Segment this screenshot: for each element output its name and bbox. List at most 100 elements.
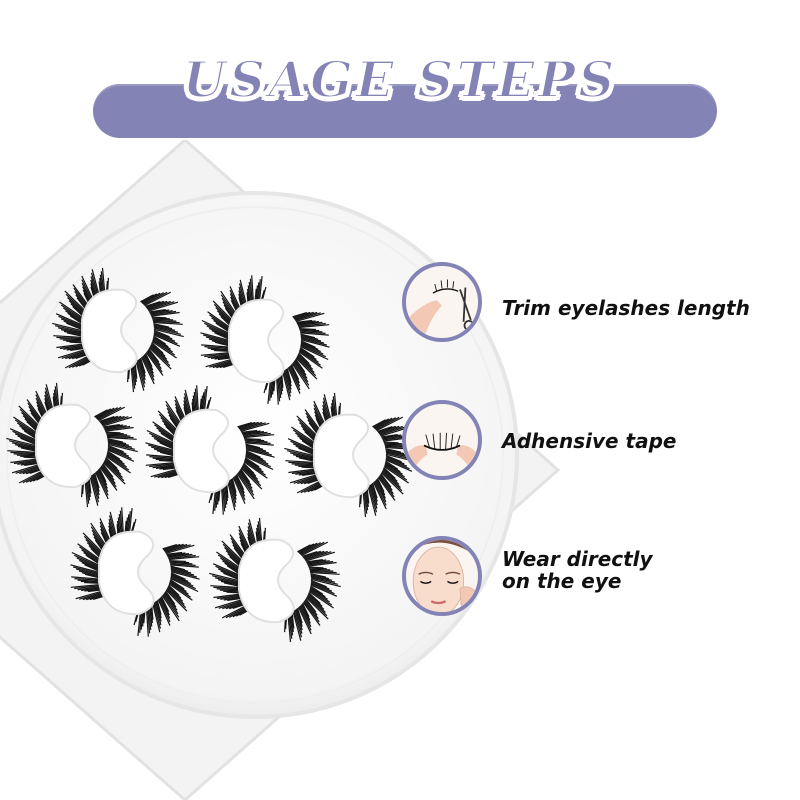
- lash-strand: [151, 342, 164, 354]
- step-trim-label: Trim eyelashes length: [502, 296, 750, 320]
- step-wear: Wear directly on the eye: [402, 536, 800, 626]
- lash-strand: [9, 428, 37, 441]
- lash-strand: [74, 584, 102, 590]
- lash-strand: [220, 570, 240, 580]
- lash-strand: [302, 602, 321, 626]
- lash-strand: [223, 572, 240, 581]
- lash-strand: [136, 360, 146, 388]
- lash-strand: [367, 486, 377, 516]
- lash-strand: [245, 452, 267, 463]
- lash-strand: [299, 605, 312, 628]
- lash-strand: [305, 597, 329, 620]
- lash-strand: [152, 464, 178, 469]
- lash-strand: [96, 470, 109, 493]
- lash-strand: [372, 482, 387, 510]
- lash-strand: [240, 422, 270, 432]
- lash-strand: [56, 343, 85, 349]
- lash-strand: [370, 484, 378, 506]
- lash-strand: [8, 440, 37, 448]
- lash-strand: [7, 450, 37, 454]
- lash-strand: [211, 330, 230, 339]
- lash-strand: [107, 438, 124, 443]
- lash-strand: [226, 565, 240, 575]
- lash-strand: [211, 575, 240, 583]
- lash-strand: [170, 563, 196, 566]
- lash-strand: [284, 369, 292, 390]
- lash-strand: [84, 581, 101, 584]
- lash-strand: [227, 481, 236, 511]
- lash-strand: [11, 442, 37, 449]
- lash-strand: [71, 576, 100, 580]
- lash-strand: [245, 445, 267, 452]
- lash-strand: [144, 353, 153, 367]
- lash-strand: [243, 461, 268, 479]
- lash-strand: [241, 465, 260, 483]
- lash-strand: [52, 322, 83, 332]
- lash-strand: [170, 565, 186, 571]
- lash-strand: [153, 334, 181, 347]
- lash-strand: [379, 474, 393, 491]
- lash-strand: [204, 346, 230, 349]
- lash-strand: [201, 344, 230, 348]
- lash-strand: [284, 447, 315, 457]
- lash-strand: [297, 353, 312, 367]
- lash-strand: [63, 345, 86, 350]
- lash-strand: [297, 607, 303, 624]
- lash-strand: [310, 576, 336, 583]
- lash-strand: [300, 604, 311, 624]
- lash-strand: [377, 477, 396, 501]
- lash-strand: [164, 591, 177, 608]
- lash-strand: [57, 348, 88, 359]
- lash-strand: [80, 580, 101, 583]
- lash-strand: [245, 441, 271, 444]
- lash-strand: [148, 301, 179, 312]
- lash-strand: [291, 426, 317, 444]
- lash-strand: [169, 579, 185, 590]
- lash-strand: [60, 329, 83, 335]
- lash-strand: [160, 596, 170, 612]
- lash-strand: [309, 569, 334, 572]
- lash-strand: [385, 450, 408, 456]
- lash-strand: [151, 316, 167, 319]
- lash-strand: [214, 349, 231, 352]
- lash-strand: [297, 544, 311, 553]
- lash-strand: [297, 607, 312, 635]
- lash-strand: [104, 425, 131, 431]
- lash-strand: [17, 445, 37, 451]
- lash-strand: [166, 552, 186, 556]
- lash-strand: [140, 357, 146, 374]
- lash-strand: [293, 311, 311, 319]
- lash-strand: [308, 567, 327, 570]
- lash-strand: [300, 336, 325, 344]
- lash-strand: [103, 461, 125, 482]
- lash-strand: [106, 454, 130, 471]
- lash-strand: [310, 571, 340, 575]
- lash-strand: [310, 584, 338, 597]
- lash-strand: [228, 480, 236, 507]
- lash-strand: [106, 452, 125, 465]
- lash-strand: [165, 544, 195, 554]
- lash-strand: [144, 353, 154, 371]
- lash-strand: [170, 572, 186, 580]
- lash-strand: [150, 468, 180, 478]
- lash-strand: [369, 484, 378, 509]
- lash-strand: [144, 291, 172, 307]
- lash-strand: [289, 365, 301, 387]
- lash-strand: [107, 448, 132, 460]
- lash-strand: [217, 554, 241, 571]
- lash-strand: [95, 407, 115, 419]
- lash-strand: [168, 582, 191, 598]
- lash-strand: [377, 426, 393, 433]
- lash-strand: [77, 543, 102, 561]
- lash-strand: [105, 456, 131, 474]
- lash-strand: [290, 440, 315, 452]
- lash-strand: [107, 442, 136, 450]
- lash-strand: [20, 447, 37, 452]
- lash-strand: [242, 431, 265, 435]
- lash-strand: [299, 329, 320, 332]
- lash-strand: [93, 473, 100, 492]
- lash-strand: [214, 598, 245, 609]
- lash-strand: [137, 359, 146, 384]
- lash-strand: [60, 304, 84, 321]
- lash-strand: [67, 297, 87, 315]
